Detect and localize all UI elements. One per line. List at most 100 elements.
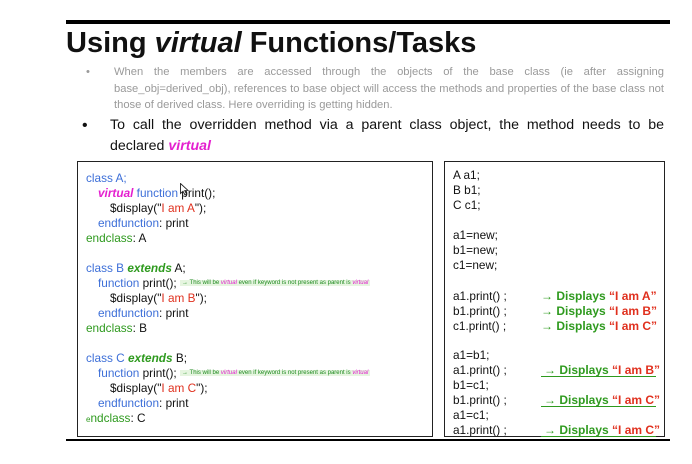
code-decl-a1: A a1; bbox=[453, 168, 480, 182]
kw-function: function bbox=[98, 366, 140, 380]
display-string: I am B bbox=[161, 291, 196, 305]
result-value: “I am A” bbox=[609, 289, 657, 303]
title-prefix: Using bbox=[66, 27, 155, 59]
slide-title: Using virtual Functions/Tasks bbox=[66, 27, 476, 60]
result-c1-print: → Displays “I am C” bbox=[541, 319, 657, 333]
code-line-print-c: function print(); → This will be virtual… bbox=[98, 366, 371, 381]
kw-endclass: endclass bbox=[86, 321, 133, 335]
display-prefix: $display(" bbox=[110, 381, 162, 395]
result-b1-as-c1: → Displays “I am C” bbox=[544, 393, 660, 407]
arrow-icon: → bbox=[544, 393, 556, 407]
display-suffix: "); bbox=[195, 291, 207, 305]
fn-signature: print(); bbox=[178, 186, 216, 200]
note-virtual-2: virtual bbox=[352, 370, 369, 377]
code-line-class-c: class C extends B; bbox=[86, 351, 187, 366]
note-virtual-2: virtual bbox=[352, 280, 369, 287]
result-b1-print: → Displays “I am B” bbox=[541, 304, 657, 318]
object-usage-box: A a1; B b1; C c1; a1=new; b1=new; c1=new… bbox=[444, 161, 665, 437]
bullet-dot-icon: • bbox=[82, 117, 88, 134]
result-value: “I am B” bbox=[612, 363, 661, 377]
code-line-endclass-b: endclass: B bbox=[86, 321, 147, 336]
result-label: Displays bbox=[553, 304, 610, 318]
class-definitions-box: class A; virtual function print(); $disp… bbox=[77, 161, 433, 437]
kw-extends: extends bbox=[127, 351, 173, 365]
code-assign-a1-c1: a1=c1; bbox=[453, 408, 489, 422]
top-rule bbox=[66, 20, 670, 24]
class-b-decl: class B bbox=[86, 261, 128, 275]
class-c-parent: B; bbox=[172, 351, 187, 365]
endclass-label: : C bbox=[130, 411, 146, 425]
bullet-virtual-declaration: • To call the overridden method via a pa… bbox=[82, 115, 664, 157]
code-new-c1: c1=new; bbox=[453, 258, 498, 272]
result-a1-print: → Displays “I am A” bbox=[541, 289, 657, 303]
note-text-b: even if keyword is not present as parent… bbox=[236, 280, 353, 287]
kw-endfunction: endfunction bbox=[98, 396, 160, 410]
class-b-parent: A; bbox=[171, 261, 186, 275]
code-decl-b1: B b1; bbox=[453, 183, 481, 197]
result-label: Displays bbox=[556, 423, 613, 437]
result-underline bbox=[541, 376, 656, 377]
code-new-b1: b1=new; bbox=[453, 243, 498, 257]
result-underline bbox=[541, 406, 656, 407]
code-line-display-a: $display("I am A"); bbox=[110, 201, 206, 216]
note-text-a: This will be bbox=[187, 370, 221, 377]
code-line-display-b: $display("I am B"); bbox=[110, 291, 207, 306]
bullet-text-2: To call the overridden method via a pare… bbox=[82, 115, 664, 157]
result-label: Displays bbox=[556, 393, 613, 407]
arrow-icon: → bbox=[541, 304, 553, 318]
kw-endclass: endclass bbox=[86, 231, 133, 245]
endfunction-label: : print bbox=[159, 396, 189, 410]
code-assign-b1-c1: b1=c1; bbox=[453, 378, 489, 392]
kw-virtual: virtual bbox=[98, 186, 134, 200]
fn-signature: print(); bbox=[139, 366, 177, 380]
code-call-b1: b1.print() ; bbox=[453, 304, 507, 318]
bullet-text-2-main: To call the overridden method via a pare… bbox=[110, 117, 664, 154]
code-call-b1-after-c1: b1.print() ; bbox=[453, 393, 507, 407]
arrow-icon: → bbox=[541, 289, 553, 303]
code-line-class-a: class A; bbox=[86, 171, 127, 185]
code-call-c1: c1.print() ; bbox=[453, 319, 507, 333]
kw-function: function bbox=[133, 186, 179, 200]
class-c-decl: class C bbox=[86, 351, 128, 365]
kw-endclass: ndclass bbox=[90, 411, 131, 425]
result-a1-as-b1: → Displays “I am B” bbox=[544, 363, 660, 377]
endclass-first-letter: e bbox=[86, 415, 91, 424]
note-text-b: even if keyword is not present as parent… bbox=[236, 370, 353, 377]
arrow-icon: → bbox=[544, 363, 556, 377]
display-prefix: $display(" bbox=[110, 201, 162, 215]
code-assign-a1-b1: a1=b1; bbox=[453, 348, 490, 362]
code-decl-c1: C c1; bbox=[453, 198, 481, 212]
code-line-endclass-c: endclass: C bbox=[86, 411, 146, 427]
code-call-a1-after-c1: a1.print() ; bbox=[453, 423, 507, 437]
bullet-text-1: When the members are accessed through th… bbox=[114, 66, 664, 111]
display-prefix: $display(" bbox=[110, 291, 162, 305]
result-label: Displays bbox=[553, 289, 610, 303]
display-string: I am C bbox=[161, 381, 197, 395]
result-value: “I am C” bbox=[612, 423, 661, 437]
result-value: “I am B” bbox=[609, 304, 658, 318]
bullet-base-class-access: • When the members are accessed through … bbox=[86, 64, 664, 114]
arrow-icon: → bbox=[544, 423, 556, 437]
title-suffix: Functions/Tasks bbox=[241, 27, 477, 59]
endfunction-label: : print bbox=[159, 216, 189, 230]
result-value: “I am C” bbox=[612, 393, 661, 407]
code-call-a1: a1.print() ; bbox=[453, 289, 507, 303]
display-suffix: "); bbox=[194, 201, 207, 215]
kw-endfunction: endfunction bbox=[98, 306, 160, 320]
note-virtual: virtual bbox=[220, 370, 237, 377]
bottom-rule bbox=[66, 439, 670, 441]
result-a1-as-c1: → Displays “I am C” bbox=[544, 423, 660, 437]
title-italic: virtual bbox=[154, 27, 242, 59]
endclass-label: : A bbox=[132, 231, 147, 245]
code-line-endfunction-c: endfunction: print bbox=[98, 396, 189, 411]
virtual-note-c: → This will be virtual even if keyword i… bbox=[179, 370, 371, 377]
endclass-label: : B bbox=[132, 321, 147, 335]
code-new-a1: a1=new; bbox=[453, 228, 498, 242]
code-line-virtual-print: virtual function print(); bbox=[98, 186, 215, 201]
result-underline bbox=[541, 436, 656, 437]
bullet-keyword-virtual: virtual bbox=[168, 138, 211, 154]
kw-endfunction: endfunction bbox=[98, 216, 160, 230]
display-suffix: "); bbox=[196, 381, 208, 395]
code-line-display-c: $display("I am C"); bbox=[110, 381, 208, 396]
note-arrow-icon: → bbox=[181, 280, 188, 287]
